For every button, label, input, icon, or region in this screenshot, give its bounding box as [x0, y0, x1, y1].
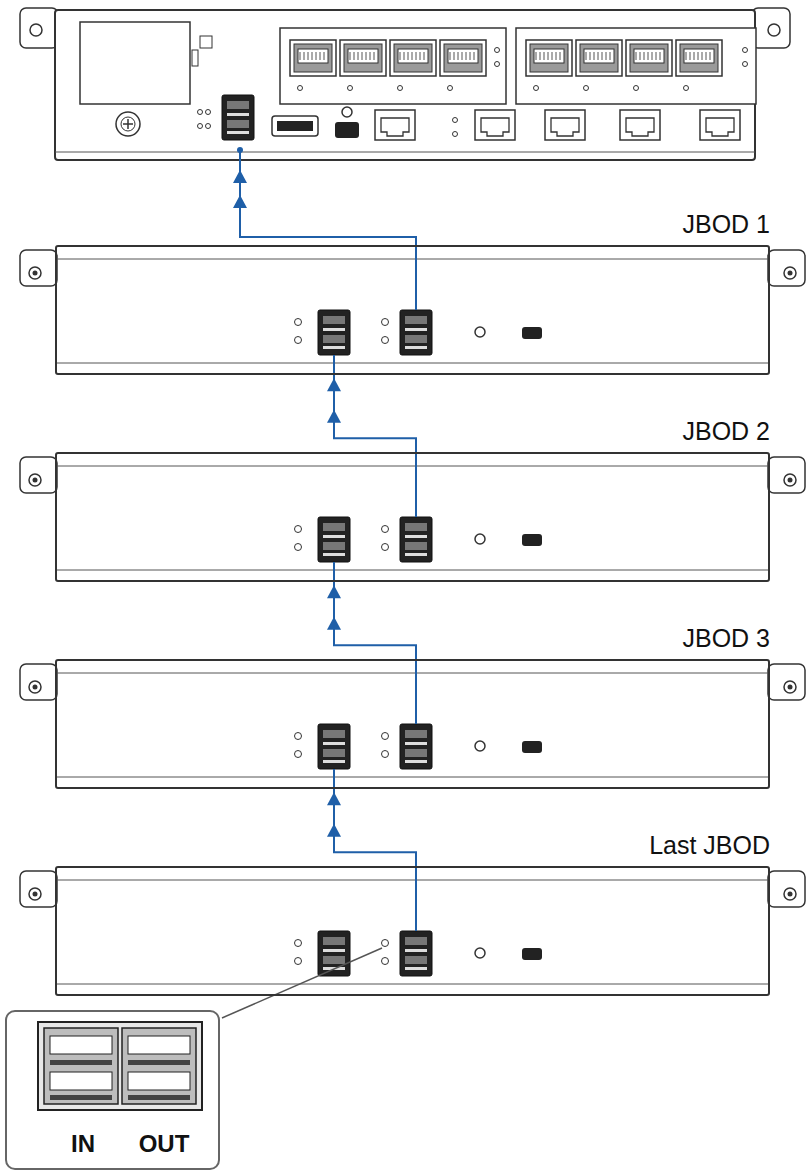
- port-label: OUT: [139, 1130, 190, 1158]
- jbod-enclosure: JBOD 1: [55, 245, 770, 375]
- cable-stub: [334, 355, 416, 931]
- sas-cable: [327, 582, 416, 659]
- enclosure-label: JBOD 2: [682, 416, 770, 446]
- jbod-enclosure: Last JBOD: [55, 866, 770, 996]
- sas-cable: [327, 789, 416, 866]
- host-cable: [233, 147, 416, 310]
- jbod-enclosure: JBOD 2: [55, 452, 770, 582]
- arrowhead: [327, 410, 341, 423]
- enclosure-label: JBOD 1: [682, 209, 770, 239]
- controller: [20, 8, 790, 160]
- arrowhead: [327, 378, 341, 391]
- arrowhead: [327, 792, 341, 805]
- cable-path: [334, 582, 416, 659]
- arrowhead: [327, 824, 341, 837]
- jbod-detail: [20, 457, 805, 570]
- arrowhead: [327, 585, 341, 598]
- arrowhead: [327, 617, 341, 630]
- jbod-detail: [20, 664, 805, 777]
- leader-line: [222, 948, 382, 1018]
- detail-inset: IN OUT: [5, 1010, 220, 1170]
- sas-cable: [327, 375, 416, 452]
- jbod-detail: [20, 871, 805, 984]
- jbod-detail: [20, 250, 805, 363]
- cable-path: [334, 375, 416, 452]
- enclosure-label: Last JBOD: [649, 830, 770, 860]
- enclosure-label: JBOD 3: [682, 623, 770, 653]
- jbod-enclosure: JBOD 3: [55, 659, 770, 789]
- inset-ports: [38, 1022, 202, 1110]
- cable-path: [334, 789, 416, 866]
- port-label: IN: [71, 1130, 95, 1158]
